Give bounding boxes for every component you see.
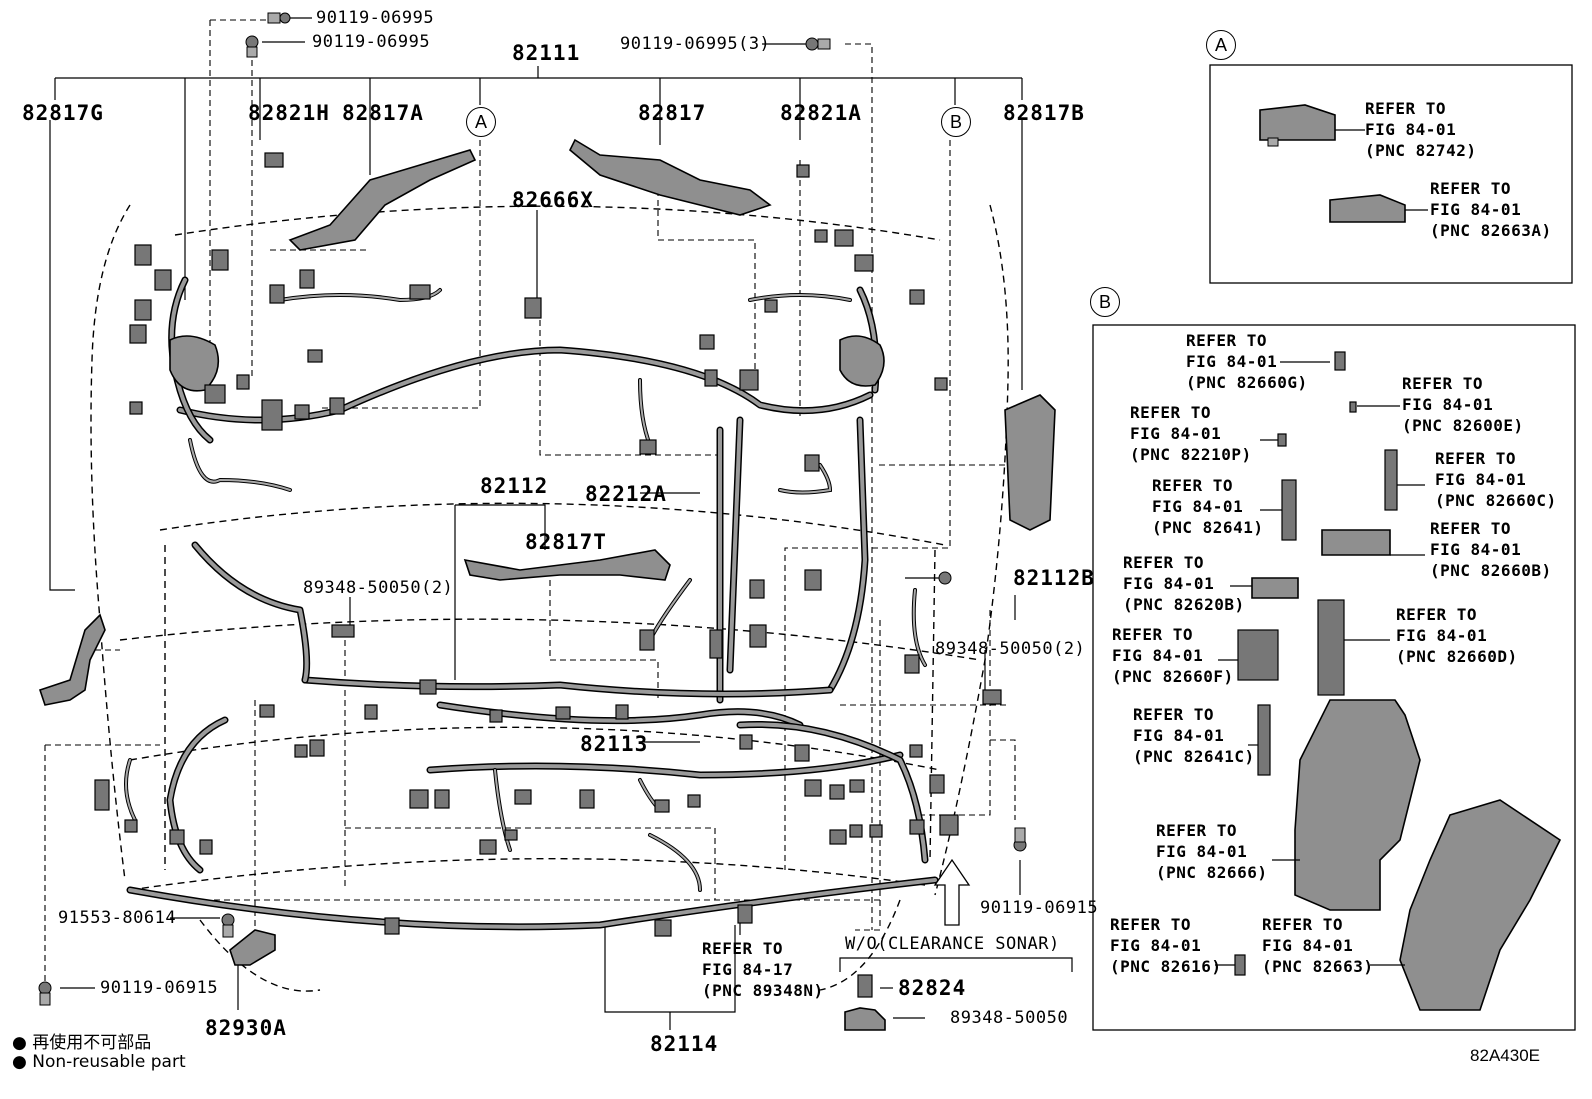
- wo-clearance-sonar-label: W/O(CLEARANCE SONAR): [845, 934, 1060, 954]
- part-82111: 82111: [512, 41, 581, 65]
- legend-non-reusable: ● Non-reusable part: [12, 1052, 186, 1072]
- part-82817T: 82817T: [525, 530, 607, 554]
- bolt-90119-06995-a: 90119-06995: [316, 8, 435, 28]
- legend-japanese: ● 再使用不可部品: [12, 1033, 152, 1053]
- bolt-90119-06995-b: 90119-06995: [312, 32, 431, 52]
- marker-b: B: [941, 107, 971, 137]
- clip-89348-50050: 89348-50050: [950, 1008, 1069, 1028]
- clip-89348-50050-2-left: 89348-50050(2): [303, 578, 454, 598]
- harness-protectors: [38, 138, 1056, 706]
- dashed-leaders: [44, 19, 1016, 985]
- fasteners: [38, 12, 1027, 1031]
- inset-b-ref-82641: REFER TO FIG 84-01 (PNC 82641): [1152, 476, 1264, 537]
- inset-a-marker: A: [1206, 30, 1236, 60]
- bolt-90119-06915-left: 90119-06915: [100, 978, 219, 998]
- inset-b-ref-82660d: REFER TO FIG 84-01 (PNC 82660D): [1396, 605, 1518, 666]
- inset-a-frame: [1209, 64, 1573, 284]
- bolt-90119-06915-right: 90119-06915: [980, 898, 1099, 918]
- car-body-outline: [90, 204, 1009, 992]
- part-82113: 82113: [580, 732, 649, 756]
- part-82824: 82824: [898, 976, 967, 1000]
- inset-b-ref-82660b: REFER TO FIG 84-01 (PNC 82660B): [1430, 519, 1552, 580]
- part-82817G: 82817G: [22, 101, 104, 125]
- part-82821A: 82821A: [780, 101, 862, 125]
- part-82817B: 82817B: [1003, 101, 1085, 125]
- inset-b-ref-82660c: REFER TO FIG 84-01 (PNC 82660C): [1435, 449, 1557, 510]
- clip-89348-50050-2-right: 89348-50050(2): [935, 639, 1086, 659]
- part-82817A: 82817A: [342, 101, 424, 125]
- inset-a-ref-82663a: REFER TO FIG 84-01 (PNC 82663A): [1430, 179, 1552, 240]
- inset-b-ref-82641c: REFER TO FIG 84-01 (PNC 82641C): [1133, 705, 1255, 766]
- harness-bundles: [126, 276, 939, 931]
- inset-b-marker: B: [1090, 287, 1120, 317]
- inset-b-ref-82600e: REFER TO FIG 84-01 (PNC 82600E): [1402, 374, 1524, 435]
- inset-b-ref-82663: REFER TO FIG 84-01 (PNC 82663): [1262, 915, 1374, 976]
- inset-b-frame: [1092, 324, 1576, 1031]
- inset-b-ref-82660f: REFER TO FIG 84-01 (PNC 82660F): [1112, 625, 1234, 686]
- part-82112B: 82112B: [1013, 566, 1095, 590]
- part-82666X: 82666X: [512, 188, 594, 212]
- part-82821H: 82821H: [248, 101, 330, 125]
- inset-b-ref-82210p: REFER TO FIG 84-01 (PNC 82210P): [1130, 403, 1252, 464]
- inset-b-ref-82620b: REFER TO FIG 84-01 (PNC 82620B): [1123, 553, 1245, 614]
- screw-91553-80614: 91553-80614: [58, 908, 177, 928]
- leader-lines: [49, 17, 1023, 1030]
- part-82114: 82114: [650, 1032, 719, 1056]
- figure-code: 82A430E: [1470, 1046, 1540, 1065]
- part-82930A: 82930A: [205, 1016, 287, 1040]
- connectors: [94, 152, 1002, 937]
- refer-fig-84-17: REFER TO FIG 84-17 (PNC 89348N): [702, 939, 824, 1000]
- bolt-90119-06995-3: 90119-06995(3): [620, 34, 771, 54]
- part-82112: 82112: [480, 474, 549, 498]
- marker-a: A: [466, 107, 496, 137]
- inset-b-ref-82666: REFER TO FIG 84-01 (PNC 82666): [1156, 821, 1268, 882]
- inset-b-ref-82660g: REFER TO FIG 84-01 (PNC 82660G): [1186, 331, 1308, 392]
- part-82212A: 82212A: [585, 482, 667, 506]
- inset-b-ref-82616: REFER TO FIG 84-01 (PNC 82616): [1110, 915, 1222, 976]
- part-82817: 82817: [638, 101, 707, 125]
- inset-a-ref-82742: REFER TO FIG 84-01 (PNC 82742): [1365, 99, 1477, 160]
- wo-clearance-sonar-callout: [839, 858, 1073, 972]
